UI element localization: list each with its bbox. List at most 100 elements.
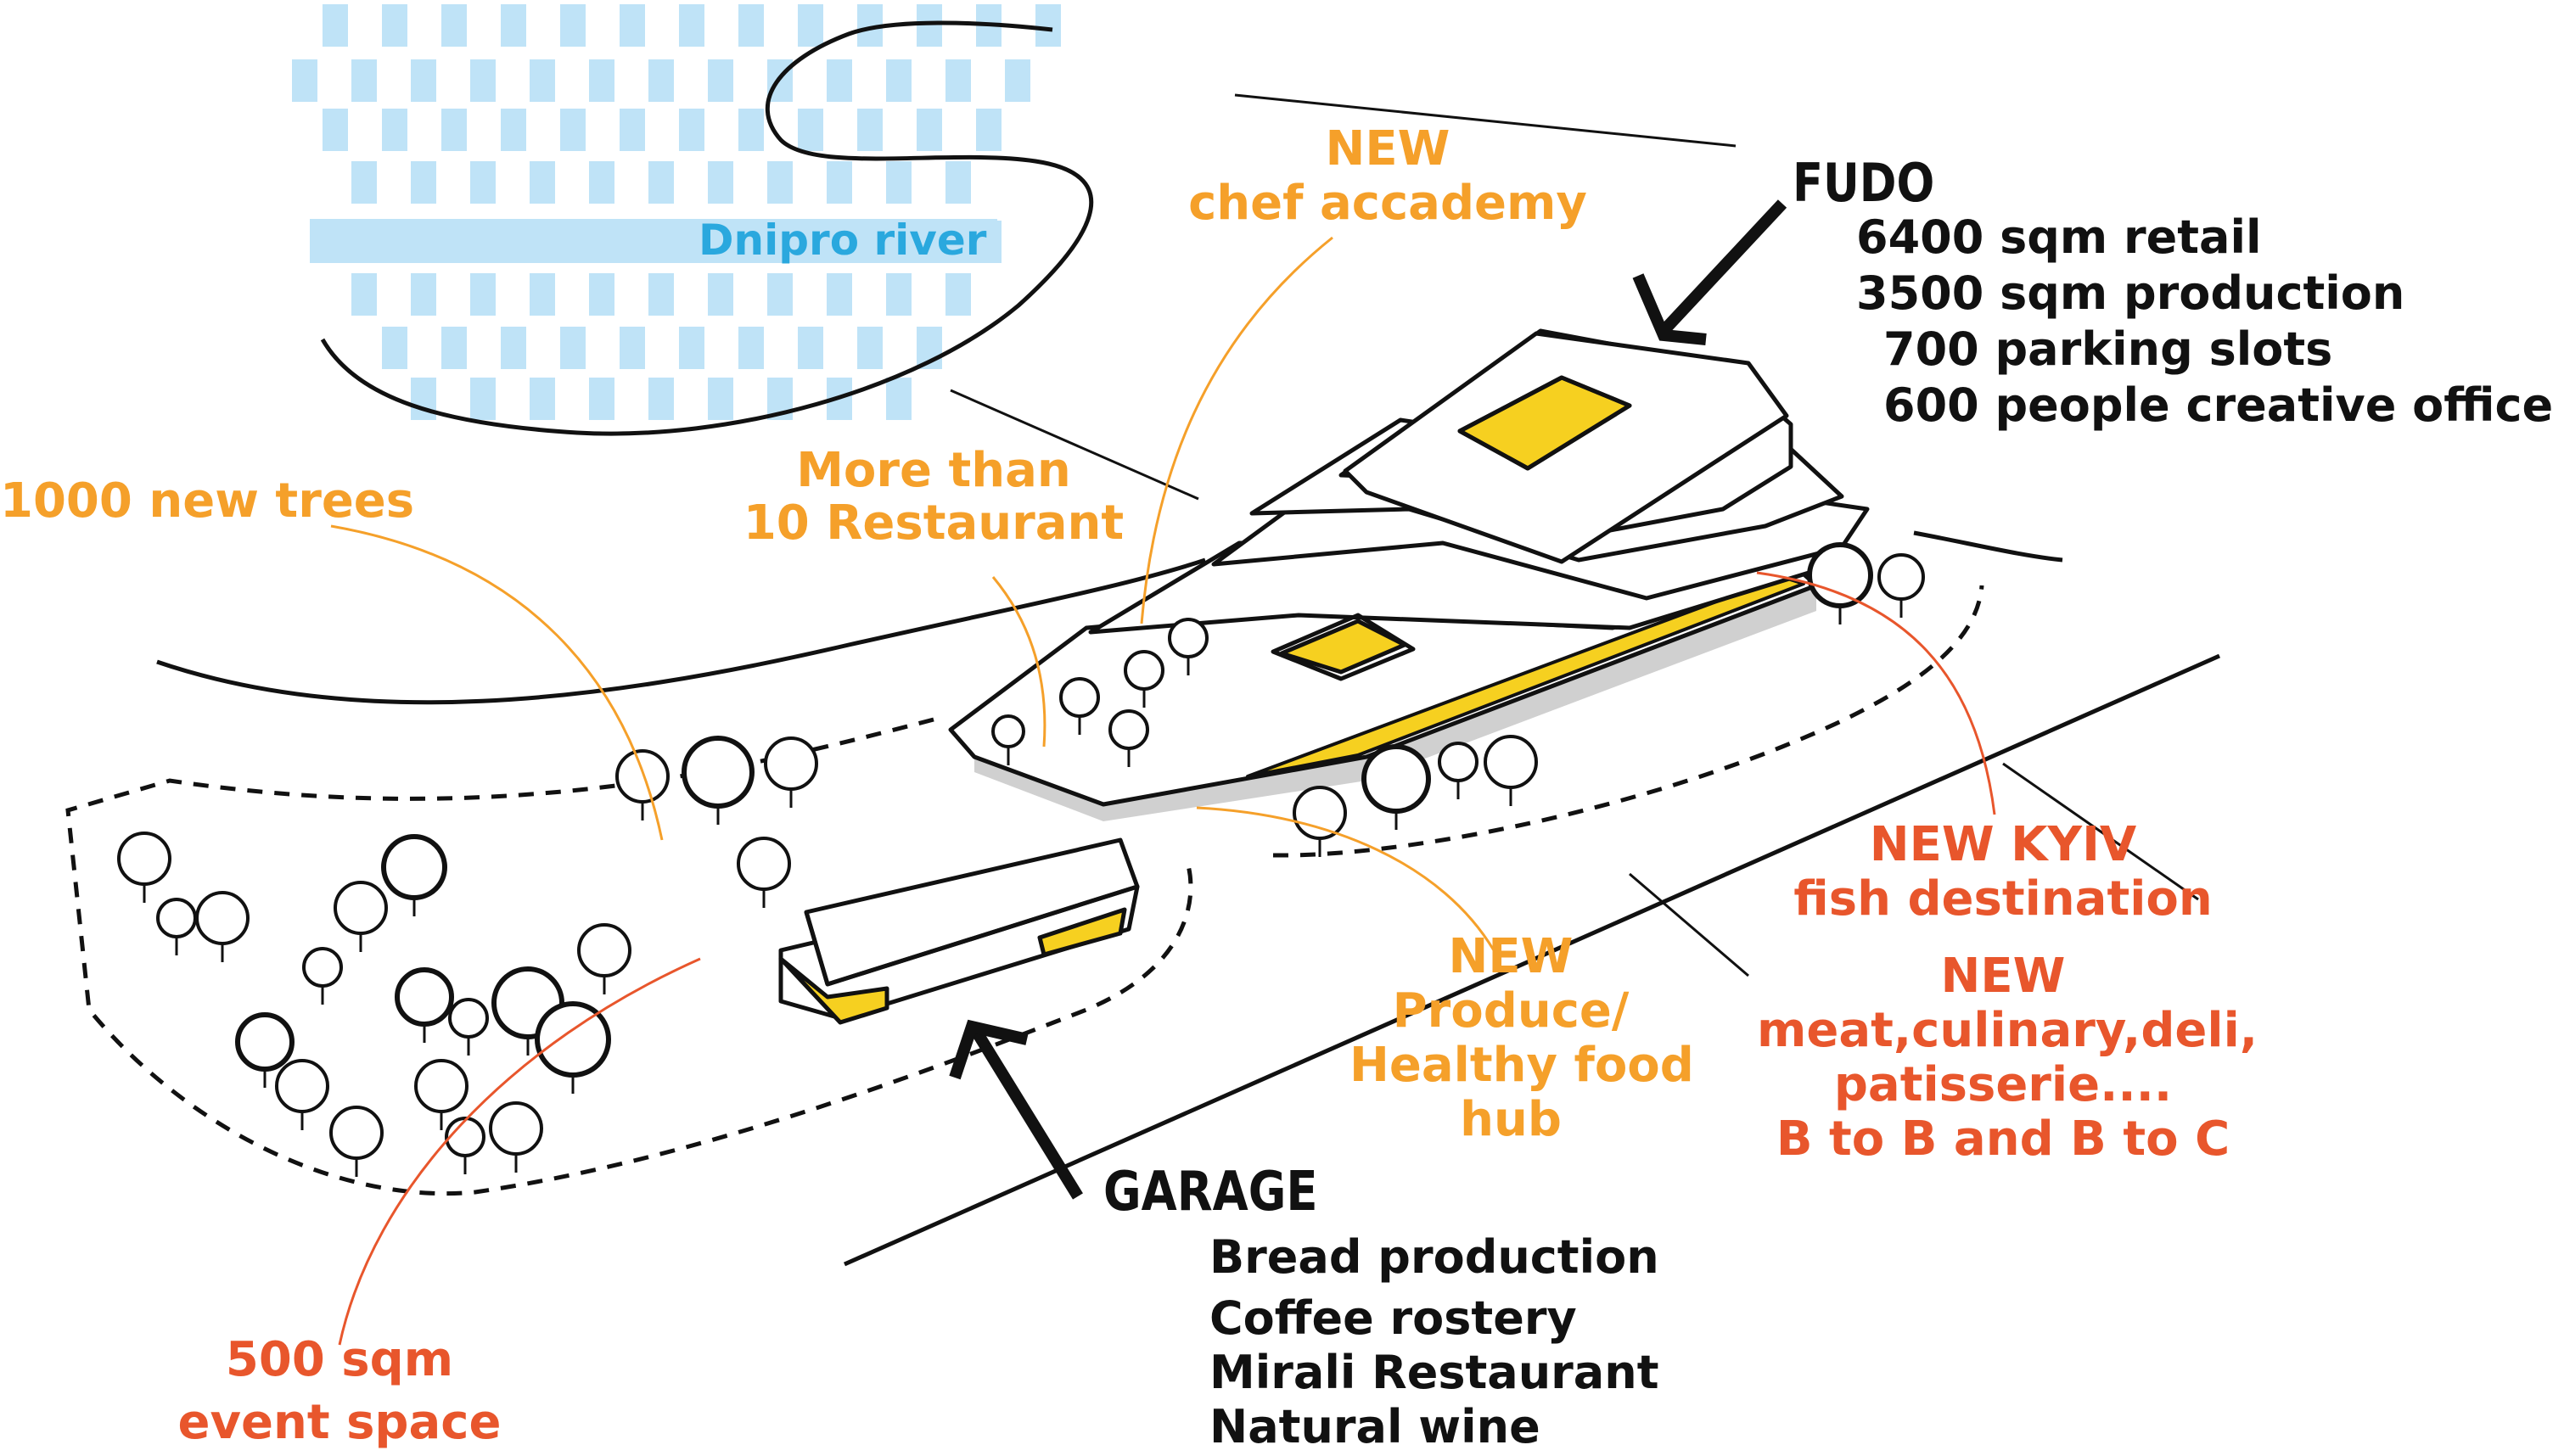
tree-canopy <box>1059 677 1100 718</box>
fudo-item-2: 3500 sqm production <box>1856 266 2405 320</box>
tree-canopy <box>682 736 755 809</box>
event-line-2: event space <box>177 1395 502 1450</box>
river-dash <box>945 161 971 204</box>
fudo-item-3: 700 parking slots <box>1883 322 2333 376</box>
river-dash <box>917 4 942 47</box>
river-dash <box>738 327 764 369</box>
garage-info: GARAGE Bread production Coffee rostery M… <box>1103 1165 1659 1450</box>
river-dash <box>798 4 823 47</box>
park-boundary <box>65 717 1193 1196</box>
river-dash <box>648 161 674 204</box>
tree-canopy <box>445 1117 485 1157</box>
river-dash <box>470 378 496 420</box>
meat-line-1: NEW <box>1940 949 2066 1004</box>
river-dash <box>411 161 436 204</box>
leader-event <box>338 957 701 1346</box>
chef-academy-label: NEW chef accademy <box>1184 126 1591 227</box>
tree-canopy <box>275 1059 329 1113</box>
event-space-label: 500 sqm event space <box>170 1336 509 1447</box>
restaurants-line-1: More than <box>796 443 1071 498</box>
tree-canopy <box>1168 618 1209 658</box>
trees-group <box>117 542 1925 1177</box>
river-dash <box>589 273 614 316</box>
river-dash <box>976 109 1002 151</box>
produce-line-4: hub <box>1460 1092 1562 1147</box>
river-dash <box>530 273 555 316</box>
river-dash <box>530 161 555 204</box>
tree-canopy <box>334 881 388 935</box>
river-dash <box>1005 59 1030 102</box>
tree-canopy <box>991 714 1025 748</box>
river-dash <box>648 59 674 102</box>
garage-title: GARAGE <box>1103 1161 1318 1224</box>
river-dash <box>767 161 793 204</box>
fish-line-1: NEW KYIV <box>1869 817 2137 872</box>
river-dash <box>798 109 823 151</box>
tree-canopy <box>329 1106 384 1160</box>
river-dash <box>886 378 912 420</box>
context-line <box>1234 93 1737 148</box>
fish-destination-label: NEW KYIV fish destination <box>1782 821 2224 923</box>
context-line <box>2002 762 2199 901</box>
river-dash <box>382 4 407 47</box>
garage-item-3: Mirali Restaurant <box>1209 1346 1659 1399</box>
river-dash <box>560 4 586 47</box>
garage-item-1: Bread production <box>1209 1230 1659 1284</box>
river-dash <box>708 161 733 204</box>
garage-building <box>778 837 1140 1025</box>
river-dash <box>1035 4 1061 47</box>
produce-line-1: NEW <box>1448 929 1574 984</box>
fudo-arrow <box>1632 199 1787 345</box>
fudo-info: FUDO 6400 sqm retail 3500 sqm production… <box>1793 157 2553 428</box>
river-dash <box>886 59 912 102</box>
leader-produce <box>1196 806 1495 951</box>
river-dash <box>470 161 496 204</box>
river-dash <box>620 109 645 151</box>
restaurants-line-2: 10 Restaurant <box>743 496 1125 551</box>
river-dash <box>589 59 614 102</box>
river-dash <box>708 273 733 316</box>
river-dash <box>917 109 942 151</box>
river-dash <box>501 109 526 151</box>
river-dash <box>441 109 467 151</box>
tree-canopy <box>489 1101 543 1156</box>
chef-line-1: NEW <box>1325 121 1450 176</box>
river-dash <box>501 4 526 47</box>
river-dash <box>620 327 645 369</box>
river-dash <box>382 327 407 369</box>
tree-canopy <box>1877 553 1925 601</box>
dnipro-river-area <box>292 4 1061 420</box>
river-dash <box>738 4 764 47</box>
river-dash <box>382 109 407 151</box>
tree-canopy <box>1438 742 1478 782</box>
tree-canopy <box>615 749 670 804</box>
garage-arrow <box>949 1019 1083 1200</box>
river-dash <box>945 59 971 102</box>
river-dash <box>648 273 674 316</box>
leader-trees <box>330 524 664 841</box>
river-dash <box>857 109 883 151</box>
river-dash <box>441 4 467 47</box>
river-dash <box>708 59 733 102</box>
road-edge-east <box>1913 530 2063 563</box>
river-dash <box>945 273 971 316</box>
tree-canopy <box>1293 786 1347 840</box>
context-line <box>1629 872 1749 977</box>
river-dash <box>351 59 377 102</box>
leader-chef <box>1140 236 1333 624</box>
river-dash <box>530 59 555 102</box>
tree-canopy <box>1108 709 1149 750</box>
tree-canopy <box>1807 542 1873 608</box>
river-outline <box>320 20 1094 436</box>
river-dash <box>679 327 704 369</box>
tree-canopy <box>448 998 489 1039</box>
river-dash <box>648 378 674 420</box>
tree-canopy <box>414 1059 469 1113</box>
river-dash <box>827 161 852 204</box>
meat-culinary-label: NEW meat,culinary,deli, patisserie.... B… <box>1757 949 2258 1163</box>
river-dash <box>470 273 496 316</box>
restaurants-label: More than 10 Restaurant <box>738 447 1129 547</box>
river-dash <box>827 59 852 102</box>
fudo-building <box>948 328 1870 821</box>
context-line <box>950 389 1199 501</box>
